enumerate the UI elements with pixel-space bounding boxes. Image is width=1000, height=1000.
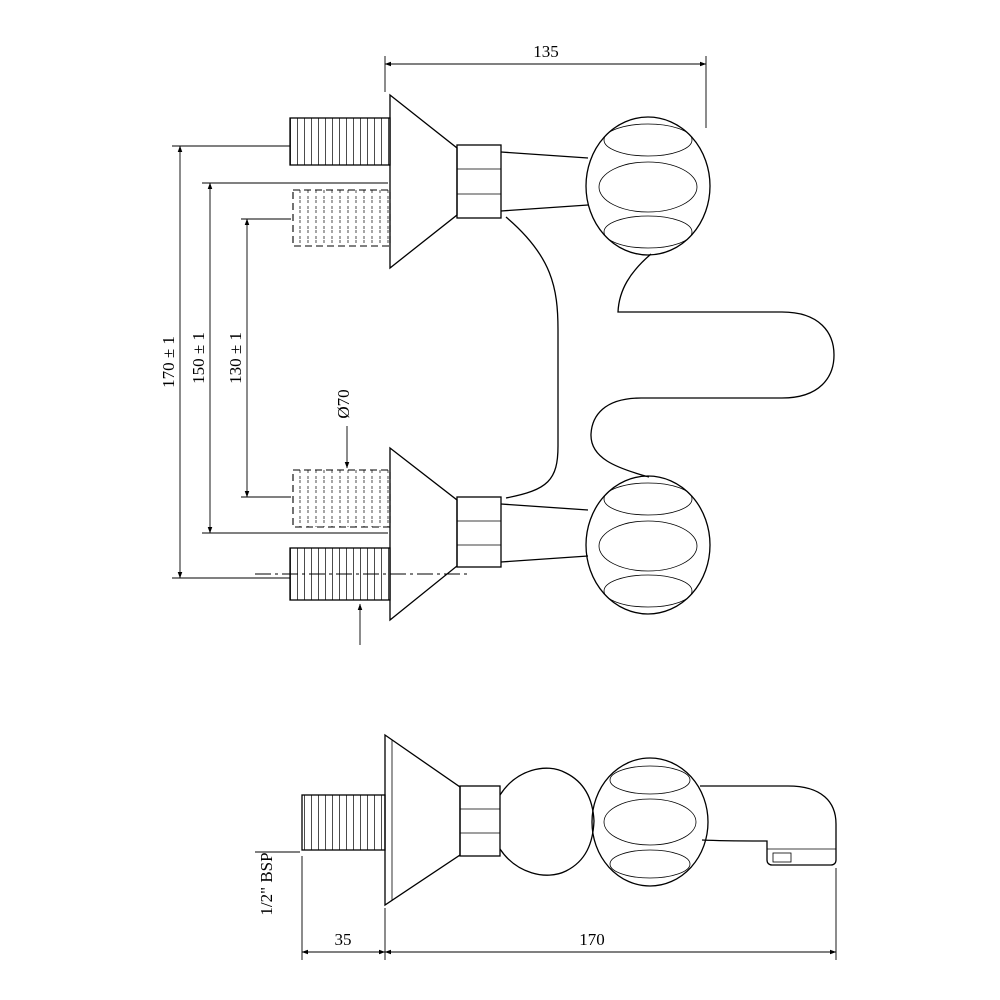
dimension-outer-height: 170 ± 1 (159, 145, 290, 579)
dim-label-130-1: 130 ± 1 (226, 332, 245, 384)
lower-hex-nut (456, 496, 502, 568)
knob-outline (591, 757, 709, 887)
lower-valve-neck (500, 503, 589, 563)
knob-groove (609, 849, 691, 879)
valve-body-bulge (499, 767, 595, 876)
upper-escutcheon-cone (389, 93, 458, 270)
side-view: 1/2" BSP 35 170 (255, 733, 837, 960)
upper-hidden-stem (292, 189, 391, 247)
lower-hidden-stem (292, 469, 391, 528)
dim-label-150-1: 150 ± 1 (189, 332, 208, 384)
aerator-detail (772, 852, 792, 863)
side-handle-knob (591, 757, 709, 887)
knob-outline (585, 475, 711, 615)
upper-handle-knob (585, 116, 711, 256)
knob-outline (585, 116, 711, 256)
hex-nut-facets (460, 808, 500, 834)
dimension-mid-height: 150 ± 1 (189, 182, 388, 534)
knob-groove (603, 123, 693, 157)
knob-groove (603, 798, 697, 846)
side-threaded-stem (301, 794, 386, 851)
lower-handle-knob (585, 475, 711, 615)
knob-groove (603, 574, 693, 608)
side-hex-nut (459, 785, 501, 857)
dimension-stem-length: 35 (301, 856, 386, 960)
upper-inlet-assembly (289, 93, 589, 270)
upper-threaded-stem (289, 117, 391, 166)
knob-groove (603, 215, 693, 249)
lower-inlet-assembly (255, 446, 589, 645)
dim-label-35: 35 (335, 930, 352, 949)
mixer-body-front (505, 216, 835, 499)
knob-groove (603, 482, 693, 516)
body-left-edge (505, 216, 559, 499)
dimension-wall-to-handle: 135 (384, 42, 707, 128)
spout-outline (700, 785, 837, 866)
dim-label-170-1: 170 ± 1 (159, 336, 178, 388)
thread-spec-label: 1/2" BSP (257, 852, 276, 915)
flange-diameter-callout: Ø70 (334, 389, 353, 469)
knob-groove (598, 520, 698, 572)
lower-escutcheon-cone (389, 446, 458, 622)
front-view: 135 170 ± 1 150 ± 1 130 ± 1 Ø70 (159, 42, 835, 645)
knob-groove (609, 765, 691, 795)
dimension-total-length: 170 (384, 868, 837, 960)
body-and-spout-outline (590, 253, 835, 478)
hex-nut-facets (457, 520, 501, 546)
dim-label-dia70: Ø70 (334, 389, 353, 418)
upper-valve-neck (500, 151, 589, 212)
thread-spec-callout: 1/2" BSP (255, 851, 300, 916)
side-spout (700, 785, 837, 866)
dim-label-135: 135 (533, 42, 559, 61)
side-escutcheon-cone (384, 733, 461, 907)
knob-groove (598, 161, 698, 213)
upper-hex-nut (456, 144, 502, 219)
dimension-inner-height: 130 ± 1 (226, 218, 291, 498)
dim-label-170: 170 (579, 930, 605, 949)
hex-nut-facets (457, 168, 501, 195)
side-inlet-assembly (301, 733, 595, 907)
